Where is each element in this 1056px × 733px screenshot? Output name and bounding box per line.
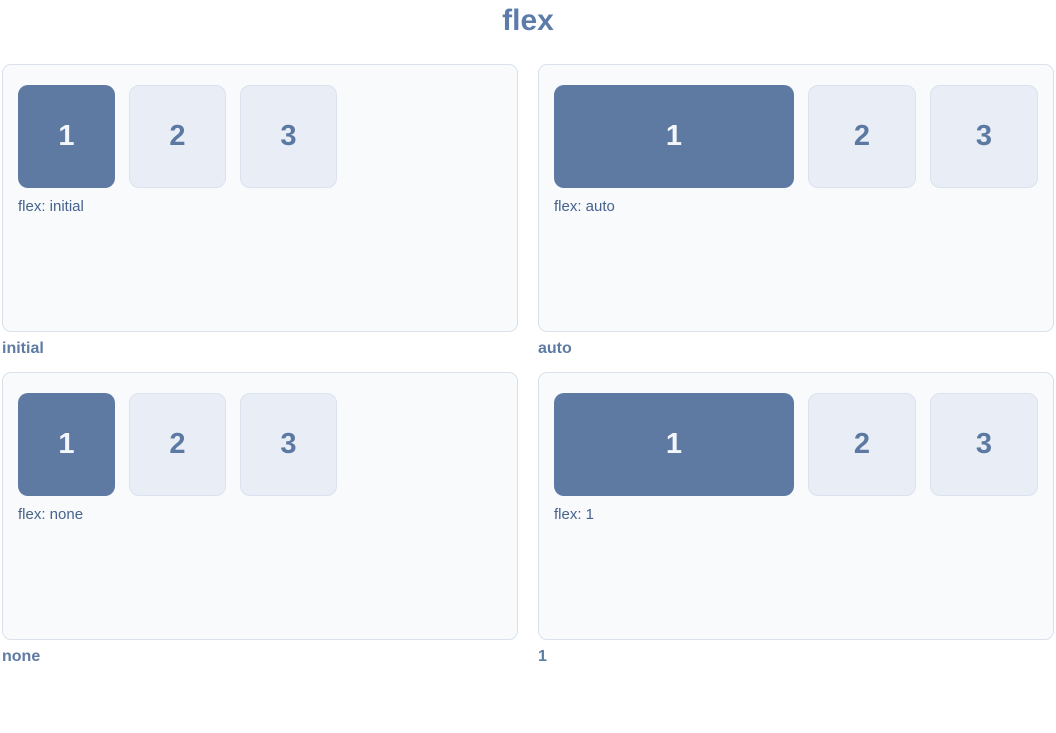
flex-item-1: 1 xyxy=(554,85,794,188)
flex-item-1: 1 xyxy=(18,85,115,188)
panel-1: 1 2 3 flex: 1 1 xyxy=(538,372,1054,680)
demo-card-initial: 1 2 3 flex: initial xyxy=(2,64,518,332)
panel-caption: initial xyxy=(2,340,44,357)
flex-item-3: 3 xyxy=(930,85,1038,188)
panel-none: 1 2 3 flex: none none xyxy=(2,372,518,680)
flex-item-2: 2 xyxy=(808,85,916,188)
flex-items-row: 1 2 3 xyxy=(554,393,1038,496)
panel-auto: 1 2 3 flex: auto auto xyxy=(538,64,1054,372)
panel-caption: auto xyxy=(538,340,572,357)
panel-caption: none xyxy=(2,648,41,665)
flex-item-1: 1 xyxy=(554,393,794,496)
flex-property-label: flex: 1 xyxy=(554,506,595,523)
flex-property-label: flex: none xyxy=(18,506,84,523)
demo-card-none: 1 2 3 flex: none xyxy=(2,372,518,640)
flex-item-3: 3 xyxy=(240,85,337,188)
flex-property-label: flex: initial xyxy=(18,198,84,215)
page-title: flex xyxy=(502,4,554,37)
flex-item-3: 3 xyxy=(240,393,337,496)
flex-items-row: 1 2 3 xyxy=(18,85,502,188)
flex-item-3: 3 xyxy=(930,393,1038,496)
panel-caption: 1 xyxy=(538,648,547,665)
flex-property-label: flex: auto xyxy=(554,198,615,215)
demo-card-auto: 1 2 3 flex: auto xyxy=(538,64,1054,332)
flex-item-2: 2 xyxy=(129,393,226,496)
flex-item-2: 2 xyxy=(808,393,916,496)
flex-items-row: 1 2 3 xyxy=(554,85,1038,188)
panel-initial: 1 2 3 flex: initial initial xyxy=(2,64,518,372)
flex-item-2: 2 xyxy=(129,85,226,188)
flex-item-1: 1 xyxy=(18,393,115,496)
flex-items-row: 1 2 3 xyxy=(18,393,502,496)
demo-grid: 1 2 3 flex: initial initial 1 2 3 flex: … xyxy=(0,64,1056,680)
demo-card-1: 1 2 3 flex: 1 xyxy=(538,372,1054,640)
